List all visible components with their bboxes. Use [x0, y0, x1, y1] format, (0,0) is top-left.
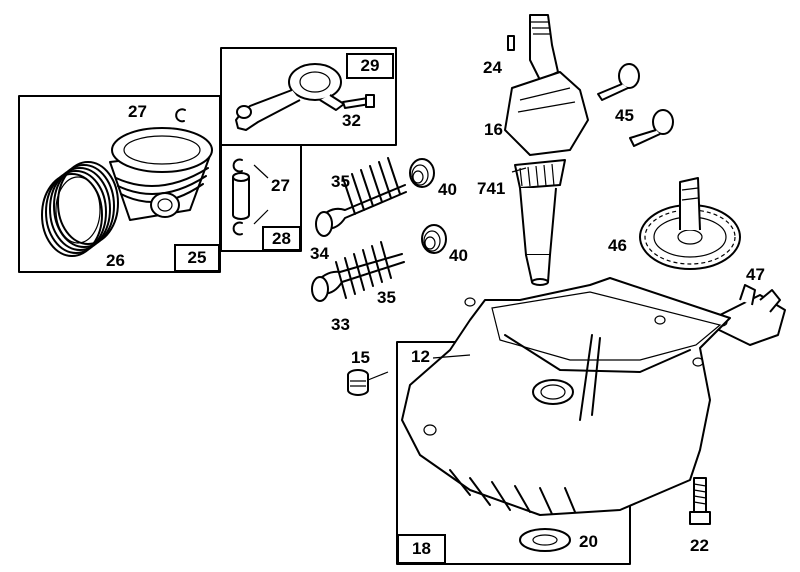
label-part-34: 34 — [310, 244, 329, 263]
label-part-45: 45 — [615, 106, 634, 125]
label-group-29: 29 — [346, 53, 394, 79]
label-group-25: 25 — [174, 244, 220, 272]
sump-part — [401, 277, 731, 516]
label-part-741: 741 — [477, 179, 506, 198]
label-part-40-upper: 40 — [438, 180, 457, 199]
tappet-part — [597, 63, 674, 147]
connecting-rod-part — [235, 63, 375, 131]
exhaust-spring-part — [342, 157, 401, 215]
label-part-35-upper: 35 — [331, 172, 350, 191]
crankshaft-part — [504, 14, 589, 286]
label-group-28: 28 — [262, 226, 301, 251]
wrist-pin-part — [232, 158, 269, 236]
label-part-40-lower: 40 — [449, 246, 468, 265]
circlip-part — [175, 108, 186, 123]
label-part-46: 46 — [608, 236, 627, 255]
label-part-47: 47 — [746, 265, 765, 284]
exhaust-valve-part — [315, 184, 407, 237]
label-part-33: 33 — [331, 315, 350, 334]
leader-lines — [367, 167, 527, 381]
label-part-20: 20 — [579, 532, 598, 551]
oil-plug-part — [347, 369, 369, 396]
label-part-27-pin: 27 — [271, 176, 290, 195]
label-part-16: 16 — [484, 120, 503, 139]
label-part-32: 32 — [342, 111, 361, 130]
frame-conrod-group — [220, 47, 397, 146]
intake-spring-part — [335, 241, 392, 299]
oil-seal-part — [519, 528, 571, 552]
frame-pin-group — [220, 144, 302, 252]
label-part-15: 15 — [351, 348, 370, 367]
label-part-27-piston: 27 — [128, 102, 147, 121]
label-group-18: 18 — [397, 534, 446, 564]
label-part-12: 12 — [411, 347, 430, 366]
crank-key-part — [507, 35, 515, 51]
piston-part — [109, 127, 213, 221]
label-part-35-lower: 35 — [377, 288, 396, 307]
valve-retainer-part — [409, 158, 447, 254]
label-part-22: 22 — [690, 536, 709, 555]
bolt-part — [689, 477, 711, 525]
camshaft-gear-part — [639, 177, 741, 270]
label-part-24: 24 — [483, 58, 502, 77]
piston-rings-part — [41, 161, 119, 257]
label-part-26: 26 — [106, 251, 125, 270]
governor-part — [714, 284, 786, 346]
